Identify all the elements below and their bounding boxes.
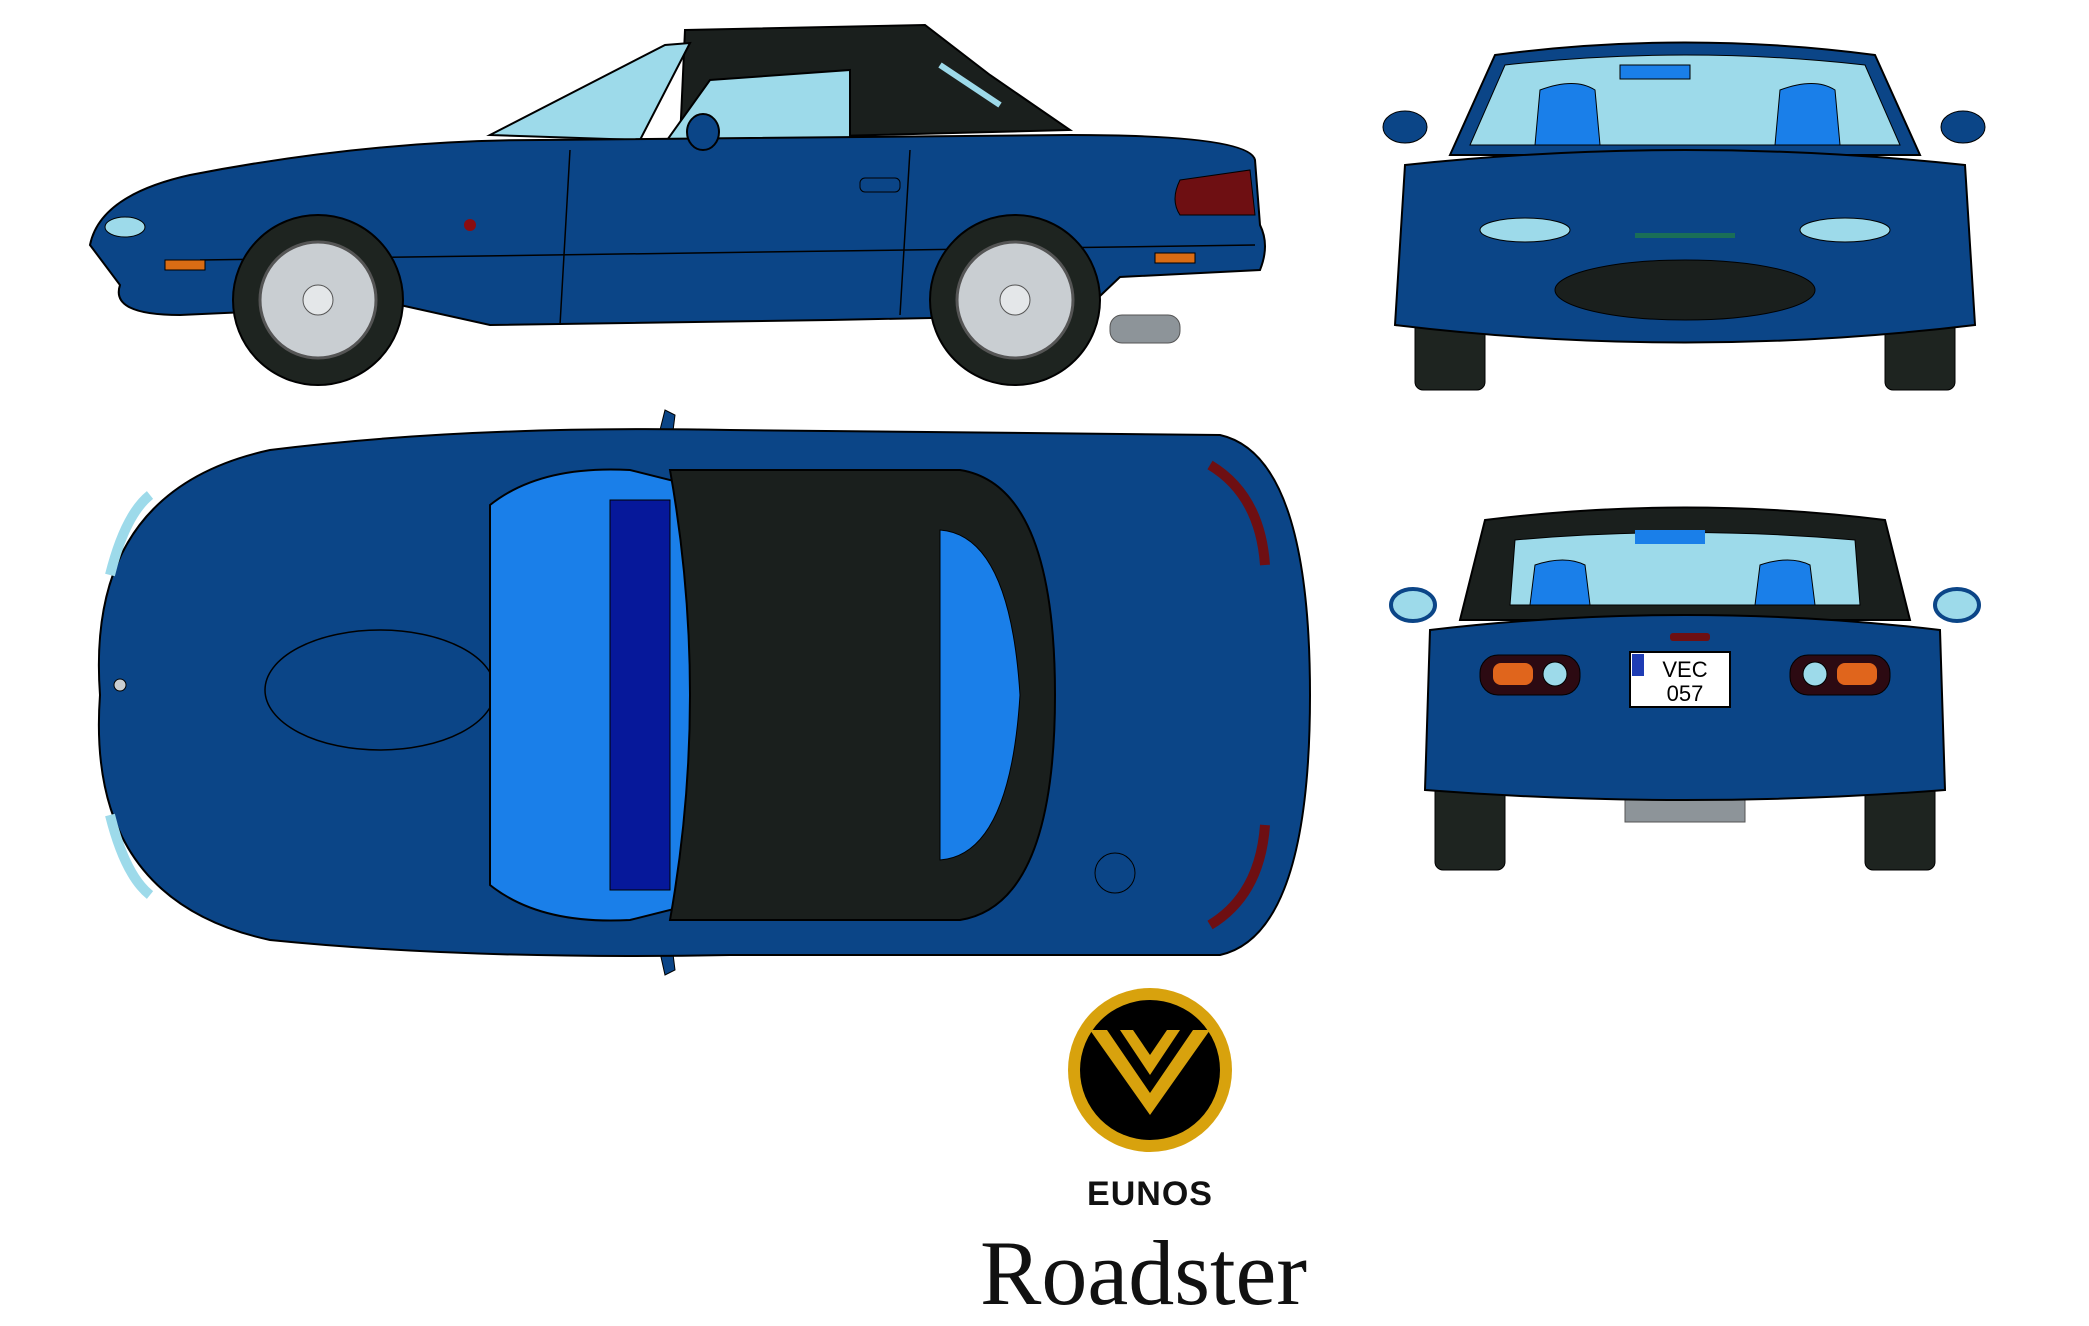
front-light-right xyxy=(1799,217,1891,243)
taillight-right xyxy=(1789,654,1891,696)
rear-wheel xyxy=(929,214,1101,386)
model-name: Roadster xyxy=(980,1222,1308,1324)
license-plate-line1: VEC xyxy=(1662,657,1707,682)
taillight-left xyxy=(1479,654,1581,696)
mirror-left xyxy=(1382,110,1428,144)
brand-name: EUNOS xyxy=(1087,1175,1213,1213)
taillight xyxy=(1174,169,1256,216)
brand-block: EUNOS Roadster xyxy=(950,985,1400,1324)
mirror-right xyxy=(1940,110,1986,144)
front-body xyxy=(1393,149,1977,344)
front-light-left xyxy=(1479,217,1571,243)
windshield xyxy=(486,41,692,142)
rear-mirror-left xyxy=(1389,587,1437,623)
license-plate: VEC 057 xyxy=(1629,651,1731,708)
car-side-view xyxy=(88,23,1266,386)
door-handle xyxy=(859,177,901,193)
license-plate-line2: 057 xyxy=(1667,681,1704,706)
front-wheel xyxy=(232,214,404,386)
eunos-emblem-icon xyxy=(1068,988,1232,1152)
rear-mirror-right xyxy=(1933,587,1981,623)
front-grille xyxy=(1554,259,1816,321)
headlight xyxy=(104,216,146,238)
car-front-view xyxy=(1382,41,1986,391)
side-mirror xyxy=(686,113,720,151)
rear-window-top xyxy=(939,529,1021,861)
car-rear-view: VEC 057 xyxy=(1389,506,1981,871)
car-top-view xyxy=(98,409,1312,976)
